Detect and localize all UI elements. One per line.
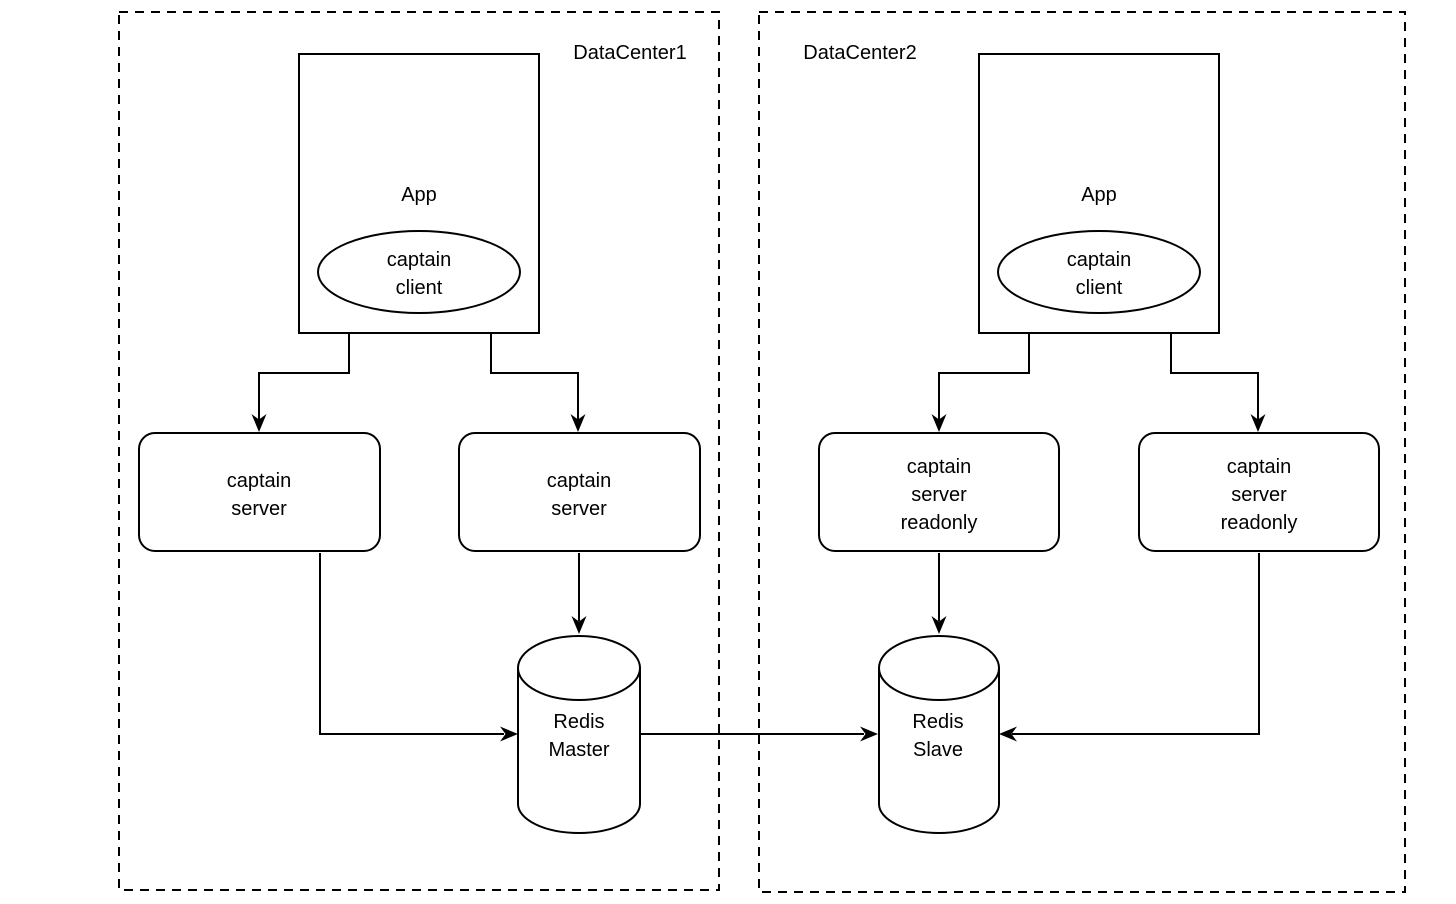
arrowhead-dc2-server-right — [1250, 414, 1266, 432]
dc1-captain-client-ellipse — [317, 230, 521, 314]
edge-dc2-client-to-server-left — [938, 303, 1030, 420]
datacenter1-boundary — [118, 11, 720, 891]
dc1-redis-master-cylinder-top — [517, 635, 641, 701]
edge-dc1-server-left-to-redis — [319, 553, 504, 735]
dc1-captain-server-right-box — [458, 432, 701, 552]
arrowhead-dc1-redis-top — [571, 616, 587, 634]
dc1-captain-server-left-box — [138, 432, 381, 552]
dc1-redis-master-cylinder-body — [517, 668, 641, 834]
dc2-captain-server-right-box — [1138, 432, 1380, 552]
arrowhead-dc1-server-right — [570, 414, 586, 432]
dc2-captain-client-ellipse — [997, 230, 1201, 314]
arrowhead-redis-slave-right — [999, 726, 1017, 742]
dc2-redis-slave-cylinder-top — [878, 635, 1000, 701]
arrowhead-dc2-server-left — [931, 414, 947, 432]
edge-dc2-client-to-server-right — [1170, 303, 1259, 420]
edge-dc1-client-to-server-left — [258, 303, 350, 420]
edge-dc1-client-to-server-right — [490, 303, 579, 420]
arrowhead-redis-slave-left — [860, 726, 878, 742]
dc2-captain-server-left-box — [818, 432, 1060, 552]
arrowhead-dc1-server-left — [251, 414, 267, 432]
dc2-redis-slave-cylinder-body — [878, 668, 1000, 834]
arrowhead-redis-master-left — [500, 726, 518, 742]
arrowhead-dc2-redis-top — [931, 616, 947, 634]
edge-dc2-server-right-to-redis — [1012, 553, 1260, 735]
datacenter2-boundary — [758, 11, 1406, 893]
